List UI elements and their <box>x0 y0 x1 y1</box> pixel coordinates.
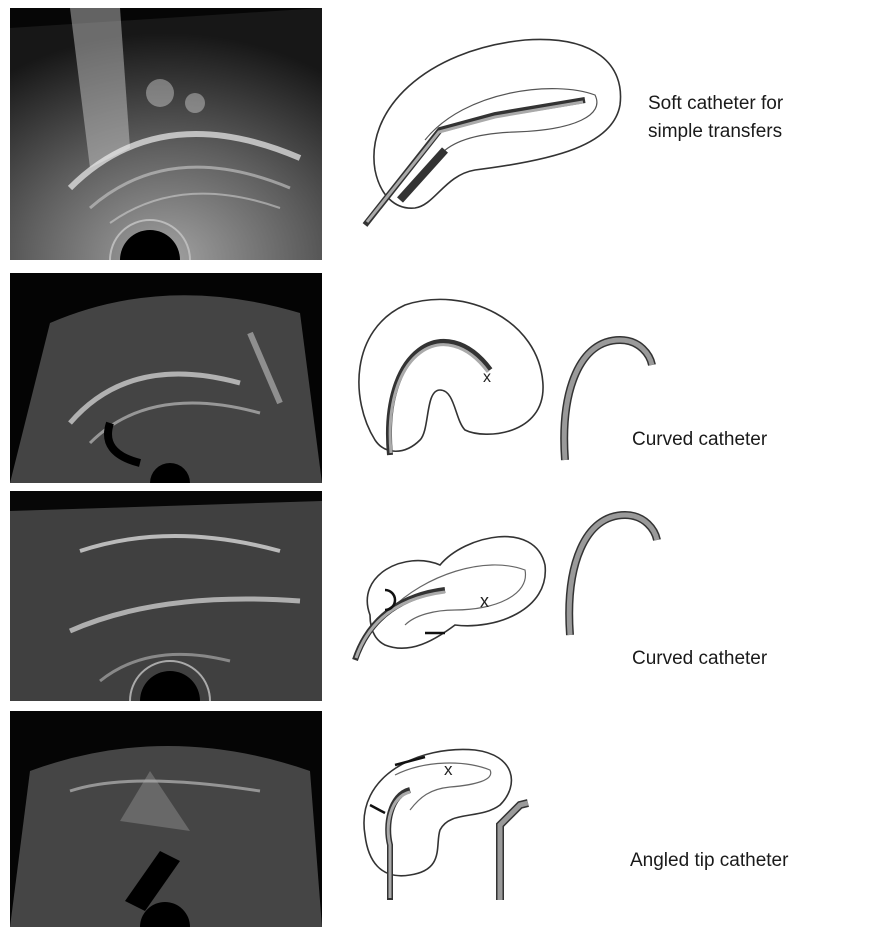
svg-text:x: x <box>483 369 491 386</box>
caption-angled-tip-catheter: Angled tip catheter <box>630 847 788 875</box>
row-angled-tip-catheter: x Angled tip catheter <box>0 705 874 931</box>
ultrasound-image-1 <box>10 8 322 260</box>
caption-line: simple transfers <box>648 118 783 146</box>
ultrasound-image-4 <box>10 711 322 927</box>
ultrasound-image-3 <box>10 491 322 701</box>
row-curved-catheter-2: x Curved catheter <box>0 485 874 705</box>
caption-line: Soft catheter for <box>648 90 783 118</box>
angled-tip-catheter-shape <box>490 795 550 905</box>
svg-text:x: x <box>480 591 489 611</box>
caption-line: Curved catheter <box>632 645 767 673</box>
caption-curved-catheter-2: Curved catheter <box>632 645 767 673</box>
caption-soft-catheter: Soft catheter for simple transfers <box>648 90 783 146</box>
uterus-sketch-2: x <box>345 290 545 465</box>
curved-catheter-shape-2 <box>555 505 675 640</box>
uterus-sketch-3: x <box>345 515 550 675</box>
ultrasound-image-2 <box>10 273 322 483</box>
uterus-sketch-1 <box>355 20 635 230</box>
caption-line: Curved catheter <box>632 426 767 454</box>
caption-line: Angled tip catheter <box>630 847 788 875</box>
row-soft-catheter: Soft catheter for simple transfers <box>0 0 874 265</box>
row-curved-catheter-1: x Curved catheter <box>0 265 874 485</box>
svg-text:x: x <box>444 760 453 779</box>
caption-curved-catheter-1: Curved catheter <box>632 426 767 454</box>
